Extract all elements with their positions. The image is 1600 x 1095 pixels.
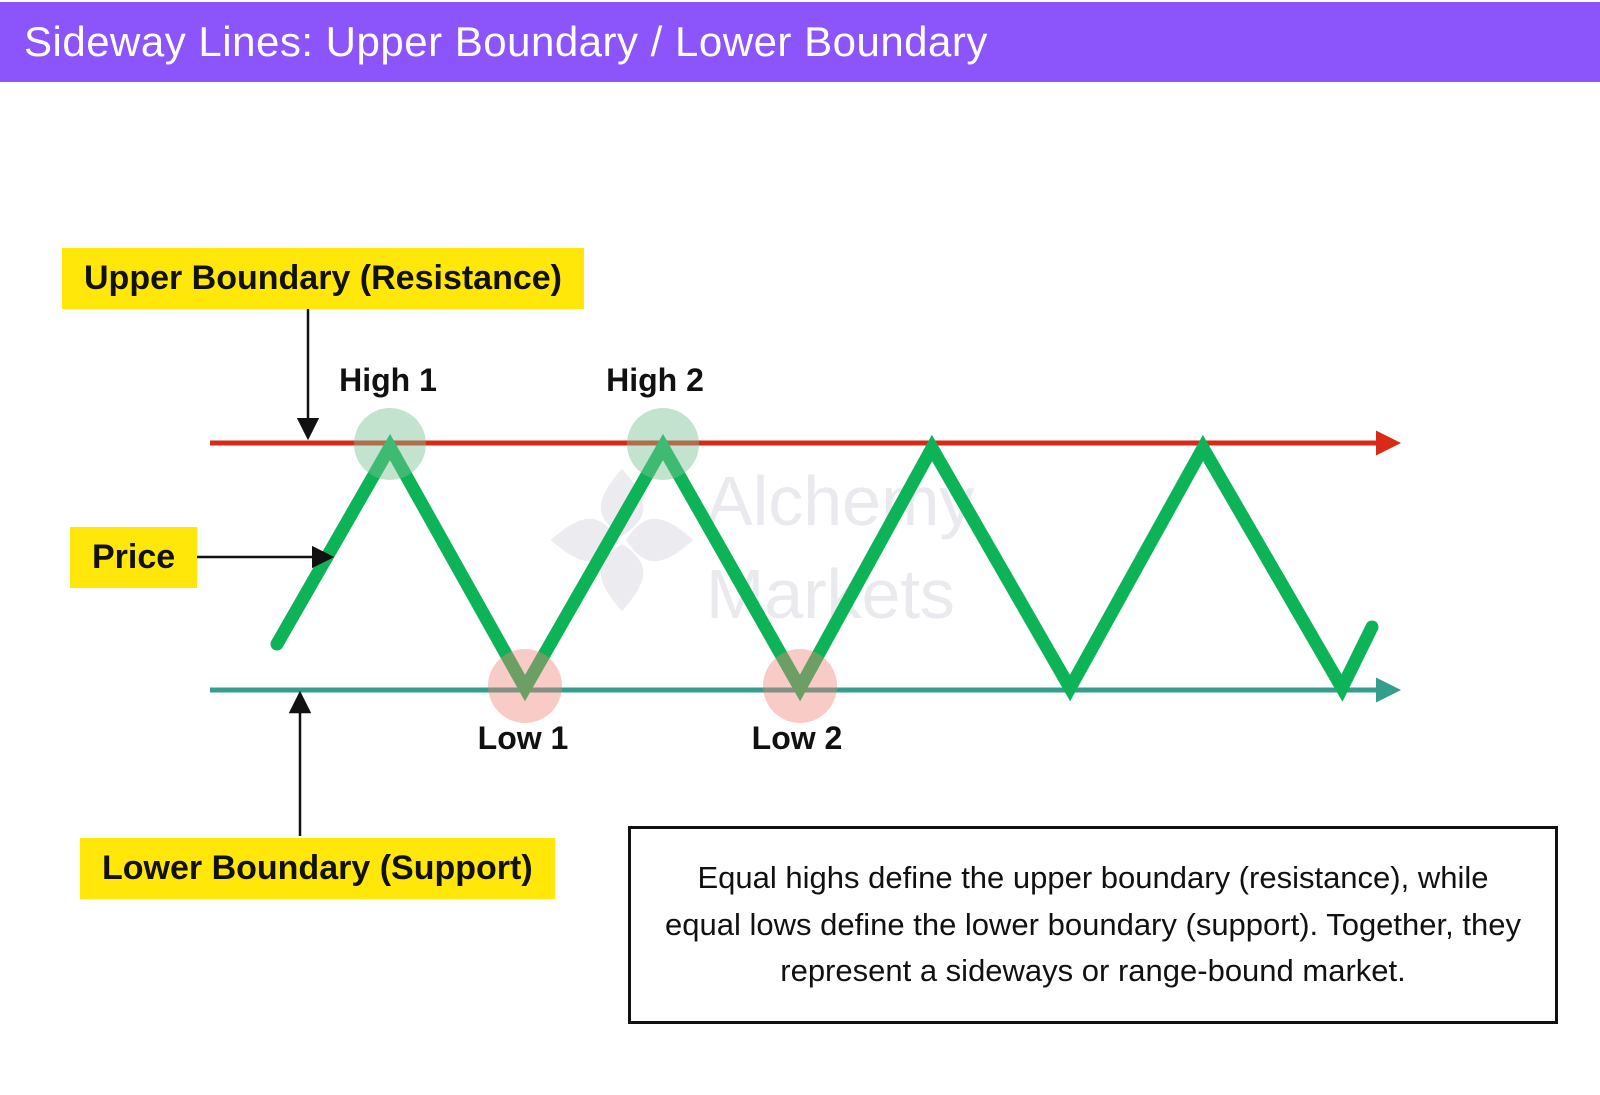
alchemy-markets-logo-watermark (550, 468, 694, 612)
price-zigzag-line (270, 433, 1379, 702)
watermark-line1: Alchemy (706, 462, 975, 540)
low1-marker-circle (488, 649, 562, 723)
low1-label: Low 1 (477, 720, 569, 756)
high1-marker-circle (354, 408, 426, 480)
high2-marker-circle (627, 408, 699, 480)
high2-label: High 2 (606, 362, 704, 398)
upper-boundary-label: Upper Boundary (Resistance) (62, 248, 584, 309)
header-bar: Sideway Lines: Upper Boundary / Lower Bo… (0, 2, 1600, 82)
page-title: Sideway Lines: Upper Boundary / Lower Bo… (24, 18, 988, 65)
explanation-note-box: Equal highs define the upper boundary (r… (628, 826, 1558, 1024)
high1-label: High 1 (339, 362, 437, 398)
price-label: Price (70, 527, 198, 588)
lower-boundary-label: Lower Boundary (Support) (80, 838, 555, 899)
low2-label: Low 2 (751, 720, 843, 756)
low2-marker-circle (763, 649, 837, 723)
